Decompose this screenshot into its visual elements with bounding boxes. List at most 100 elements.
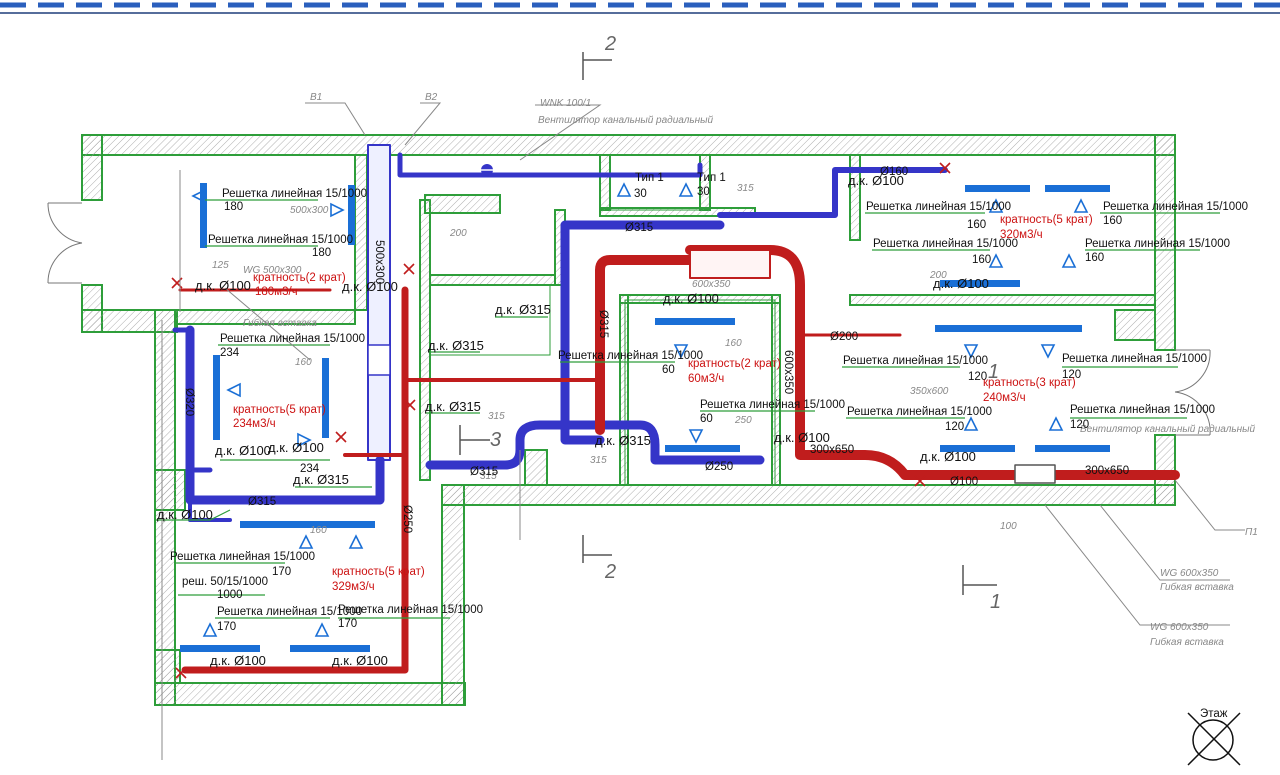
callout-b1 bbox=[305, 102, 366, 136]
grille-9 bbox=[665, 445, 740, 452]
grille-num-18: 120 bbox=[1070, 419, 1089, 431]
grille-14 bbox=[1010, 325, 1082, 332]
duct-damper bbox=[367, 344, 391, 376]
duct-exhaust-branches bbox=[343, 378, 602, 457]
dk-label-j: д.к. Ø100 bbox=[210, 653, 266, 668]
grille-num-3: 234 bbox=[220, 347, 240, 359]
grille-label-12: Решетка линейная 15/1000 bbox=[1103, 201, 1248, 213]
grille-4 bbox=[322, 358, 329, 438]
partition-10 bbox=[619, 294, 629, 486]
grille-num-1: 180 bbox=[224, 201, 243, 213]
cross-6 bbox=[939, 162, 951, 174]
note-1-flow: 180м3/ч bbox=[255, 286, 298, 298]
wall-left-upper bbox=[81, 134, 103, 201]
note-5-rate: кратность(5 крат) bbox=[1000, 214, 1093, 226]
grille-num-4: 234 bbox=[300, 463, 320, 475]
label-fan-desc-2: Вентилятор канальный радиальный bbox=[1080, 424, 1255, 435]
right-door bbox=[1174, 349, 1211, 436]
marker-12 bbox=[1073, 198, 1089, 213]
cross-3 bbox=[404, 399, 416, 411]
cross-7 bbox=[914, 475, 926, 487]
duct-500x300-vertical bbox=[367, 144, 391, 461]
grille-num-13: 160 bbox=[972, 254, 991, 266]
dim-200b: 200 bbox=[929, 270, 947, 281]
dk-label-a: д.к. Ø100 bbox=[195, 278, 251, 293]
dim-250: 250 bbox=[734, 415, 752, 426]
dim-600x350-vertical: 600х350 bbox=[782, 350, 794, 394]
diam-200: Ø200 bbox=[830, 331, 858, 343]
grille-num-9: 60 bbox=[662, 364, 675, 376]
right-door-swing-2 bbox=[1174, 391, 1211, 436]
partition-11 bbox=[771, 294, 781, 486]
partition-1 bbox=[174, 309, 356, 325]
dim-350x600: 350х600 bbox=[910, 386, 949, 397]
duct-exhaust-vertical bbox=[181, 286, 409, 674]
grille-num-14: 160 bbox=[1085, 252, 1104, 264]
dim-200a: 200 bbox=[449, 228, 467, 239]
label-wg3: WG 500х300 bbox=[243, 265, 302, 276]
marker-19 bbox=[678, 182, 694, 197]
callout-fan bbox=[519, 104, 602, 161]
grille-5 bbox=[240, 521, 375, 528]
diam-250: Ø250 bbox=[705, 461, 733, 473]
num-30b: 30 bbox=[697, 186, 710, 198]
note-6-flow: 240м3/ч bbox=[983, 392, 1026, 404]
grille-15 bbox=[940, 445, 1015, 452]
diam-315-b: Ø315 bbox=[248, 496, 276, 508]
leader-19 bbox=[155, 509, 231, 521]
grille-num-7: 170 bbox=[217, 621, 236, 633]
wall-right-upper bbox=[1154, 134, 1176, 351]
right-door-swing-1 bbox=[1174, 349, 1211, 393]
grille-num-6: 1000 bbox=[217, 589, 243, 601]
axis-1-bottom: 1 bbox=[990, 591, 1001, 613]
duct-exhaust-right bbox=[685, 245, 1180, 480]
grille-num-12: 160 bbox=[1103, 215, 1122, 227]
label-fan-desc: Вентилятор канальный радиальный bbox=[538, 115, 713, 126]
marker-15 bbox=[963, 344, 979, 359]
axis-1-mid: 1 bbox=[988, 361, 999, 383]
label-fan: WNK 100/1 bbox=[540, 98, 591, 109]
diam-315-a: Ø315 bbox=[625, 222, 653, 234]
duct-supply-main bbox=[515, 220, 765, 465]
fan-icon bbox=[478, 164, 496, 176]
diam-100: Ø100 bbox=[950, 476, 978, 488]
grille-label-14: Решетка линейная 15/1000 bbox=[1085, 238, 1230, 250]
grille-label-9: Решетка линейная 15/1000 bbox=[558, 350, 703, 362]
marker-18 bbox=[1048, 416, 1064, 431]
label-wg2-desc: Гибкая вставка bbox=[1150, 636, 1224, 648]
entrance-door bbox=[47, 202, 83, 284]
floor-circle bbox=[1192, 719, 1234, 761]
duct-supply-link bbox=[425, 435, 525, 470]
grille-num-2: 180 bbox=[312, 247, 331, 259]
grille-label-2: Решетка линейная 15/1000 bbox=[208, 234, 353, 246]
leader-lines bbox=[155, 199, 1220, 619]
column-mid bbox=[524, 449, 548, 486]
duct-exhaust-small bbox=[178, 288, 902, 337]
room-shaft bbox=[429, 284, 551, 356]
grille-1 bbox=[200, 183, 207, 248]
note-4-rate: кратность(2 крат) bbox=[688, 358, 781, 370]
axis-3: 3 bbox=[490, 429, 501, 451]
drawing-frame-top bbox=[0, 2, 1280, 14]
dim-300x650-a: 300х650 bbox=[810, 444, 854, 456]
grille-7 bbox=[290, 645, 370, 652]
section-markers bbox=[459, 52, 997, 595]
room-small bbox=[599, 154, 711, 211]
label-wg1: WG 600х350 bbox=[1160, 568, 1219, 579]
callout-b2 bbox=[404, 102, 442, 146]
callout-p1 bbox=[1174, 479, 1245, 531]
dim-315c: 315 bbox=[590, 455, 607, 466]
dk-label-h: д.к. Ø315 bbox=[293, 472, 349, 487]
marker-6 bbox=[348, 534, 364, 549]
marker-8 bbox=[314, 622, 330, 637]
type1-a: Тип 1 bbox=[635, 172, 664, 184]
grille-3 bbox=[213, 355, 220, 440]
grilles bbox=[180, 183, 1110, 652]
dk-label-g: д.к. Ø100 bbox=[268, 440, 324, 455]
grille-11 bbox=[1045, 185, 1110, 192]
diam-250-vertical: Ø250 bbox=[401, 505, 413, 533]
partition-6 bbox=[599, 154, 611, 211]
grille-2 bbox=[348, 185, 355, 245]
column-left bbox=[154, 469, 186, 511]
